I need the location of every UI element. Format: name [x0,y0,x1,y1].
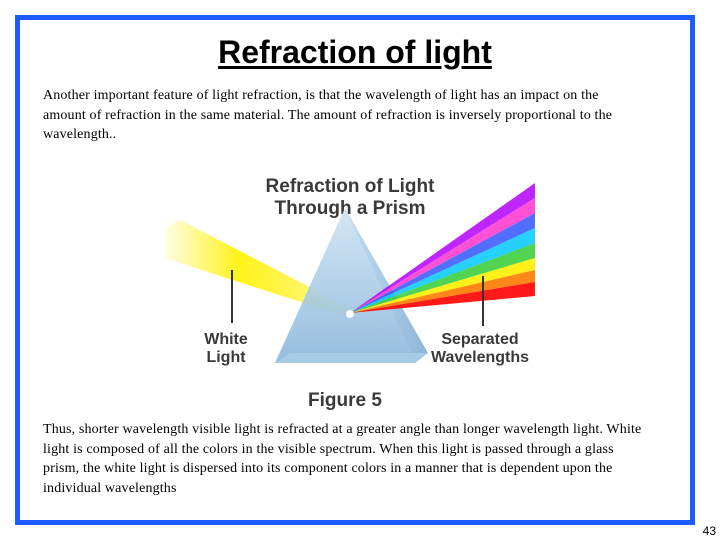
intro-paragraph: Another important feature of light refra… [43,88,613,142]
prism-base [275,353,428,363]
figure-title-line2: Through a Prism [275,198,426,219]
white-light-beam [165,220,350,318]
spectrum-band-green [350,243,535,313]
explanation-paragraph: Thus, shorter wavelength visible light i… [43,422,642,496]
spectrum-band-orange [350,270,535,313]
spectrum-band-magenta [350,198,535,313]
separated-label-line1: Separated [441,331,518,348]
spectrum-fan [350,183,535,313]
spectrum-band-violet [350,183,535,313]
slide-frame: Refraction of light Another important fe… [15,15,695,525]
prism-figure: Refraction of Light Through a Prism Whit… [165,176,535,411]
slide-title: Refraction of light [218,34,492,70]
spectrum-band-yellow [350,258,535,313]
page-number: 43 [702,524,716,538]
figure-caption: Figure 5 [308,390,382,411]
separated-label-line2: Wavelengths [431,349,529,366]
figure-title-line1: Refraction of Light [266,176,436,197]
prism-side [345,208,428,363]
white-light-label-line1: White [204,331,248,348]
white-light-label-line2: Light [206,349,246,366]
spectrum-band-cyan [350,228,535,313]
spectrum-band-blue [350,213,535,313]
spectrum-band-red [350,282,535,313]
prism-front [275,208,415,363]
refraction-point [346,310,354,318]
